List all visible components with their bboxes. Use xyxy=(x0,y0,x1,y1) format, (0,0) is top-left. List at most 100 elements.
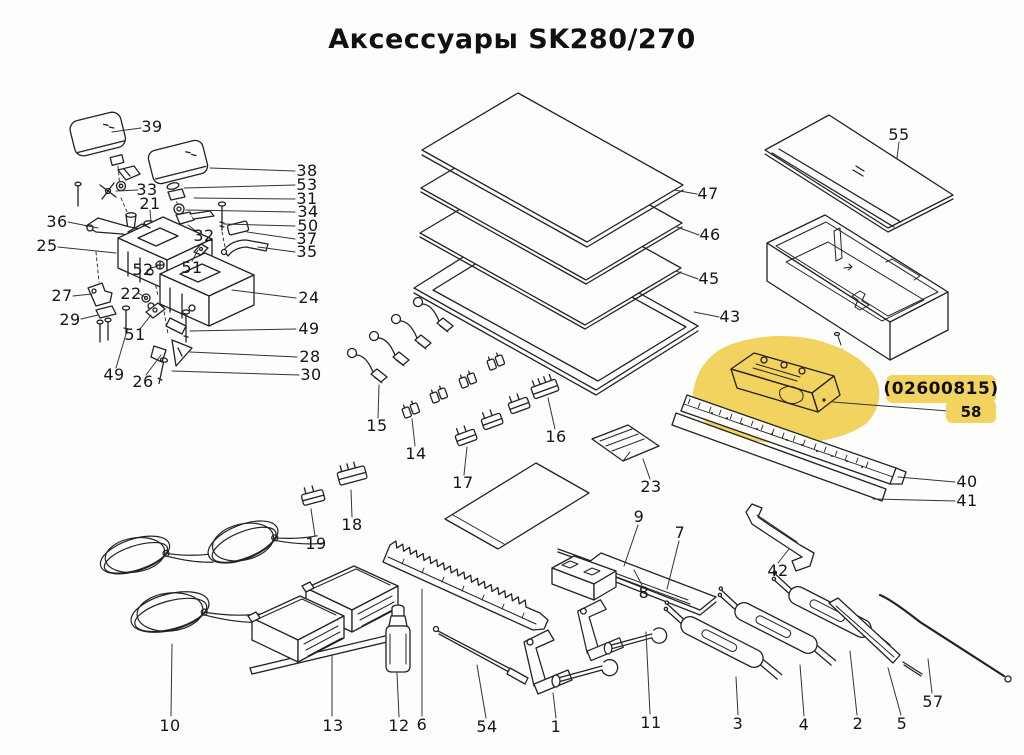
part-23-card xyxy=(591,424,660,462)
part-52-screw xyxy=(155,260,165,270)
part-6-cast-on-comb xyxy=(382,540,549,631)
part-label-21: 21 xyxy=(139,194,161,213)
page-title: Аксессуары SK280/270 xyxy=(328,24,696,55)
part-label-34: 34 xyxy=(297,202,319,221)
part-14-clips xyxy=(401,352,506,419)
part-label-47: 47 xyxy=(697,184,719,203)
part-label-30: 30 xyxy=(300,365,322,384)
part-label-31: 31 xyxy=(296,189,318,208)
part-label-11: 11 xyxy=(640,713,662,732)
part-label-7: 7 xyxy=(674,523,686,542)
part-1-clamp xyxy=(523,629,619,695)
part-5-tool xyxy=(828,597,923,677)
part-label-16: 16 xyxy=(545,427,567,446)
part-label-22: 22 xyxy=(120,284,142,303)
part-13-weights xyxy=(247,565,405,675)
part-label-28: 28 xyxy=(299,347,321,366)
part-57-wire xyxy=(878,593,1012,683)
part-27-bracket xyxy=(87,282,113,307)
highlight-part-number-58[interactable]: 58 xyxy=(946,400,996,423)
part-label-57: 57 xyxy=(922,692,944,711)
part-label-14: 14 xyxy=(405,444,427,463)
part-label-49-right: 49 xyxy=(298,319,320,338)
part-label-23: 23 xyxy=(640,477,662,496)
part-label-25: 25 xyxy=(36,236,58,255)
part-label-55: 55 xyxy=(888,125,910,144)
part-12-oil-bottle xyxy=(385,604,411,673)
part-37-plate xyxy=(226,220,250,236)
part-label-38: 38 xyxy=(296,161,318,180)
part-47-panel xyxy=(421,92,684,248)
part-label-12: 12 xyxy=(388,716,410,735)
part-16-clip xyxy=(530,373,560,400)
part-42-bracket xyxy=(745,503,815,572)
part-label-24: 24 xyxy=(298,288,320,307)
part-label-39: 39 xyxy=(141,117,163,136)
part-29-plate xyxy=(95,305,117,343)
part-label-3: 3 xyxy=(732,714,744,733)
part-label-36: 36 xyxy=(46,212,68,231)
part-7-bar xyxy=(584,552,717,616)
part-58-accessory-block xyxy=(730,331,842,413)
part-label-19: 19 xyxy=(305,534,327,553)
part-10-cords xyxy=(99,520,323,633)
part-label-15: 15 xyxy=(366,416,388,435)
part-label-32: 32 xyxy=(193,226,215,245)
part-39-lid xyxy=(69,111,127,157)
part-17-clips xyxy=(454,393,531,447)
part-label-9: 9 xyxy=(633,507,645,526)
part-38-lid xyxy=(147,139,209,185)
part-label-53: 53 xyxy=(296,175,318,194)
part-24-carriage-block xyxy=(159,252,255,335)
part-28-plate xyxy=(171,339,193,367)
part-26-bracket xyxy=(150,345,167,363)
part-label-35: 35 xyxy=(296,242,318,261)
part-55-case-lid xyxy=(764,114,954,233)
part-label-41: 41 xyxy=(956,491,978,510)
part-label-54: 54 xyxy=(476,717,498,736)
part-11-clamp xyxy=(577,599,668,662)
part-label-46: 46 xyxy=(699,225,721,244)
part-label-1: 1 xyxy=(550,717,562,736)
part-label-42: 42 xyxy=(767,561,789,580)
part-label-29: 29 xyxy=(59,310,81,329)
part-31-latch xyxy=(117,165,186,201)
part-label-17: 17 xyxy=(452,473,474,492)
part-51-lever-upper xyxy=(193,243,209,256)
part-label-4: 4 xyxy=(798,715,810,734)
part-label-27: 27 xyxy=(51,286,73,305)
part-label-40: 40 xyxy=(956,472,978,491)
highlight-part-code[interactable]: (02600815) xyxy=(883,375,998,403)
part-35-lever xyxy=(220,239,269,257)
part-3-transfer-tool xyxy=(663,600,783,680)
part-8-holder xyxy=(551,555,617,601)
part-label-37: 37 xyxy=(296,229,318,248)
part-54-latch-tool xyxy=(432,625,529,685)
part-label-33: 33 xyxy=(136,180,158,199)
part-53-washer xyxy=(109,154,180,190)
part-label-8: 8 xyxy=(638,583,650,602)
part-label-43: 43 xyxy=(719,307,741,326)
part-label-6: 6 xyxy=(416,715,428,734)
part-label-45: 45 xyxy=(698,269,720,288)
part-label-26: 26 xyxy=(132,372,154,391)
part-32-bracket xyxy=(175,210,215,225)
part-49-screw-left xyxy=(121,305,131,335)
part-18-clip xyxy=(336,461,368,486)
part-41-strip xyxy=(671,412,887,502)
part-label-50: 50 xyxy=(297,216,319,235)
part-50-screw xyxy=(74,181,227,231)
part-label-51-lower: 51 xyxy=(124,325,146,344)
part-49-screw-right xyxy=(181,309,191,343)
blank-sheet xyxy=(444,462,590,550)
part-4-transfer-tool xyxy=(717,586,837,666)
part-label-49-left: 49 xyxy=(103,365,125,384)
part-19-clip xyxy=(300,485,326,506)
part-33-clip xyxy=(99,182,117,200)
part-30-screw xyxy=(157,357,169,385)
part-label-10: 10 xyxy=(159,716,181,735)
part-label-52: 52 xyxy=(132,260,154,279)
part-15-hook-tools xyxy=(346,296,454,384)
